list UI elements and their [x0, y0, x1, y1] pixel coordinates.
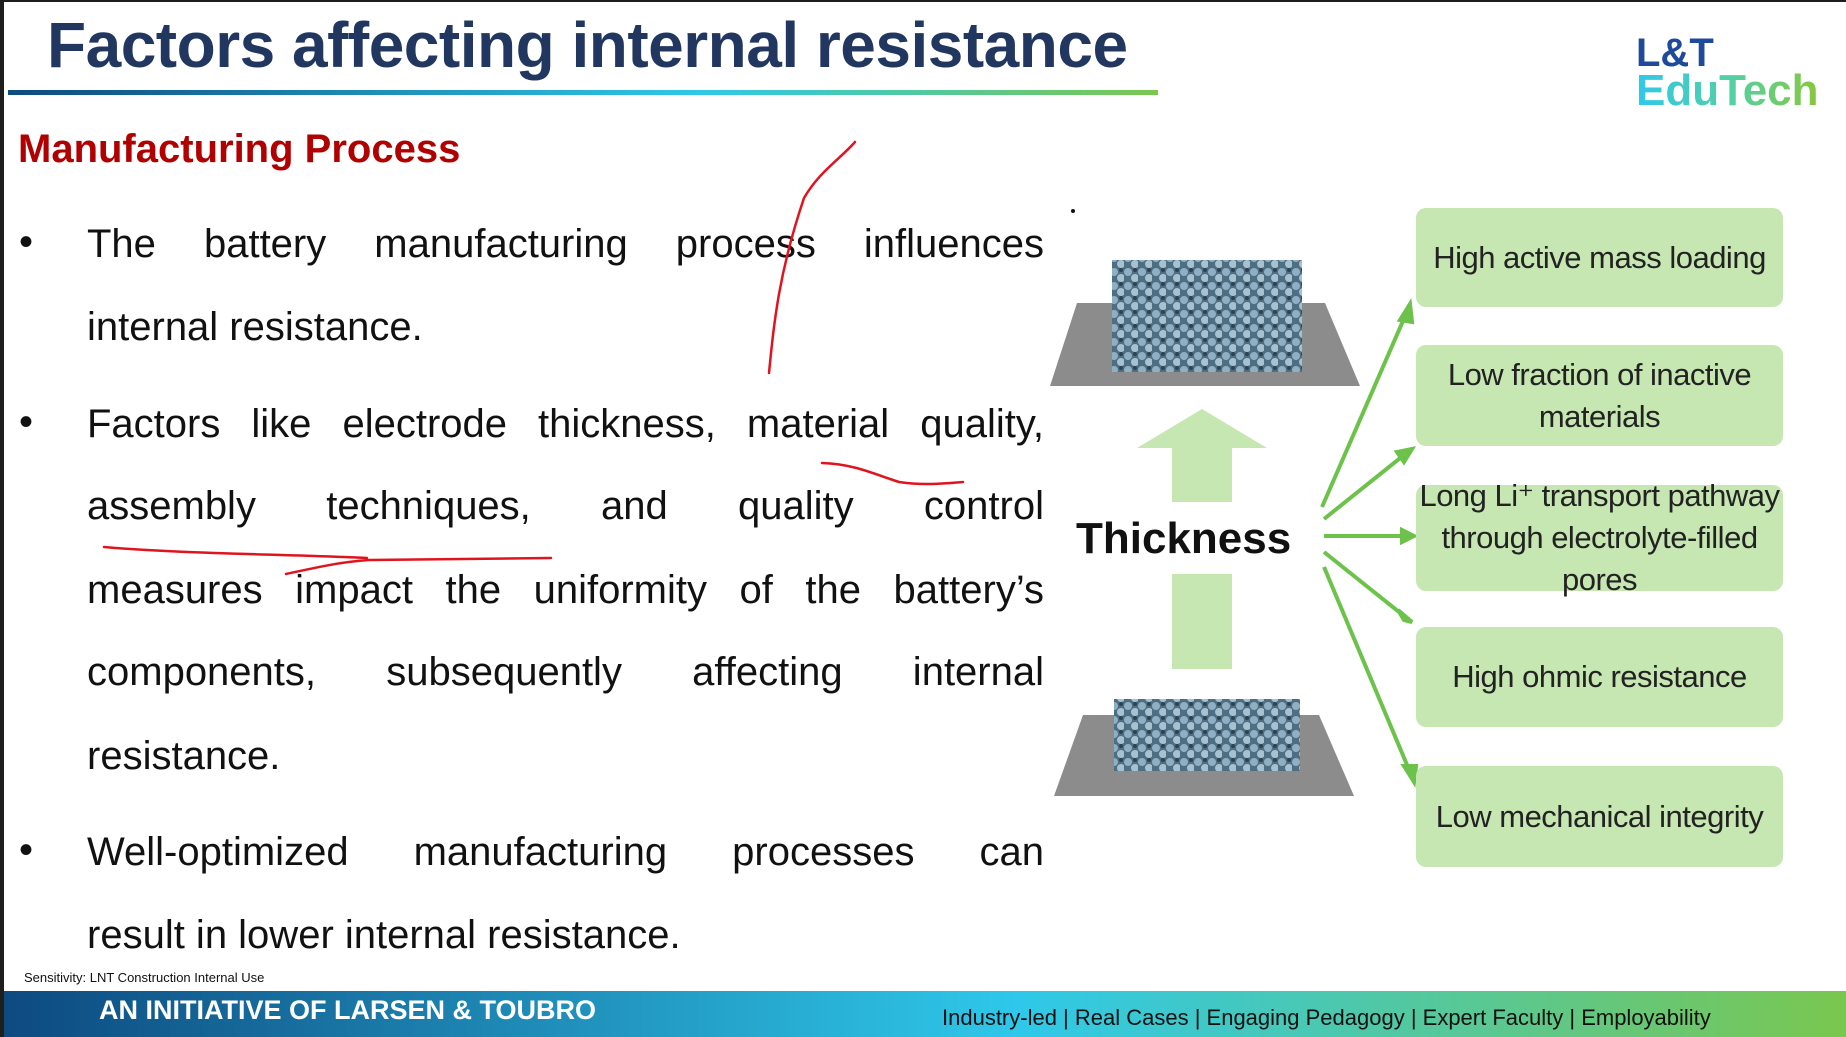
thick-electrode-icon: [1050, 260, 1360, 386]
bullet-marker: •: [19, 400, 34, 444]
annotation-stroke: [820, 461, 965, 486]
thickness-diagram: [1050, 209, 1419, 796]
annotation-stroke: [102, 545, 369, 560]
bullet-1-line-1: The battery manufacturing process influe…: [87, 222, 1044, 266]
annotation-stroke: [767, 140, 857, 375]
sensitivity-label: Sensitivity: LNT Construction Internal U…: [24, 970, 265, 985]
annotation-stroke: [284, 556, 553, 576]
bullet-2-line-2: assembly techniques, and quality control: [87, 484, 1044, 528]
effect-arrows: [1320, 298, 1419, 788]
bullet-3-line-1: Well-optimized manufacturing processes c…: [87, 830, 1044, 874]
bullet-1-line-2: internal resistance.: [87, 305, 423, 349]
bullet-2-line-5: resistance.: [87, 734, 281, 778]
logo: L&T EduTech: [1636, 31, 1819, 115]
stray-mark: [1071, 209, 1075, 213]
effect-box: Low mechanical integrity: [1416, 766, 1783, 867]
footer-bar: AN INITIATIVE OF LARSEN & TOUBRO Industr…: [4, 991, 1846, 1037]
title-underline: [8, 90, 1158, 95]
up-arrow-icon: [1137, 409, 1267, 669]
bullet-2-line-4: components, subsequently affecting inter…: [87, 650, 1044, 694]
footer-initiative: AN INITIATIVE OF LARSEN & TOUBRO: [99, 995, 597, 1025]
footer-tagline: Industry-led | Real Cases | Engaging Ped…: [942, 1005, 1711, 1030]
effect-box: Low fraction of inactive materials: [1416, 345, 1783, 446]
bullet-2-line-1: Factors like electrode thickness, materi…: [87, 402, 1044, 446]
section-heading: Manufacturing Process: [18, 127, 461, 171]
effect-box: High ohmic resistance: [1416, 627, 1783, 727]
bullet-marker: •: [19, 220, 34, 264]
logo-edutech: EduTech: [1636, 66, 1819, 115]
logo-lt: L&T: [1636, 31, 1714, 75]
bullet-marker: •: [19, 828, 34, 872]
bullet-3-line-2: result in lower internal resistance.: [87, 913, 681, 957]
effect-box: High active mass loading: [1416, 208, 1783, 307]
thin-electrode-icon: [1054, 699, 1354, 796]
thickness-label: Thickness: [1076, 514, 1292, 563]
slide: Factors affecting internal resistance L&…: [4, 2, 1846, 1037]
bullet-2-line-3: measures impact the uniformity of the ba…: [87, 568, 1044, 612]
pen-annotations: [102, 140, 965, 576]
page-title: Factors affecting internal resistance: [47, 9, 1128, 81]
